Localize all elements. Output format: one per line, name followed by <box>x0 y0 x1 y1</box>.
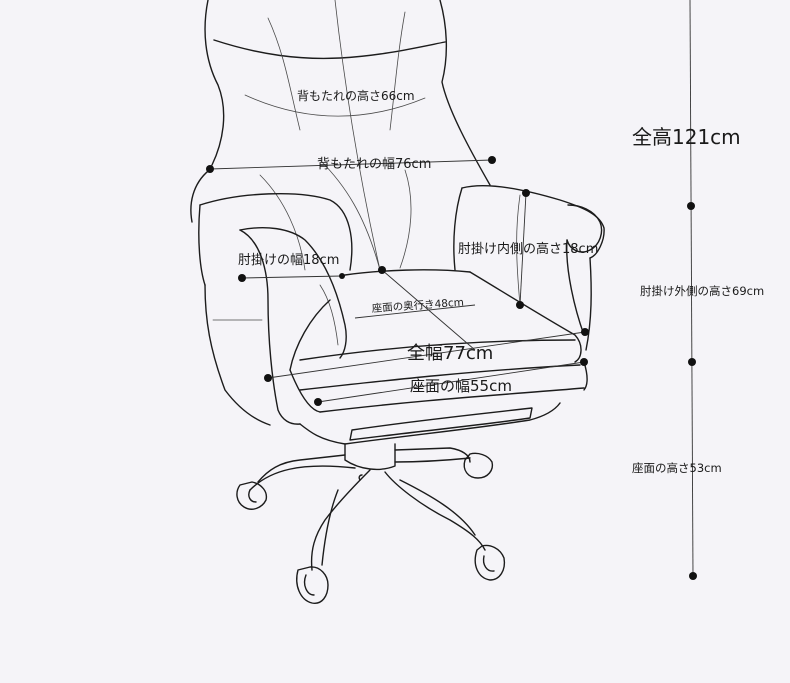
marker-backrest-right <box>488 156 496 164</box>
chair-base <box>249 443 486 571</box>
marker-total-width-left <box>264 374 272 382</box>
dimension-lines <box>209 0 694 577</box>
marker-inner-arm-top <box>522 189 530 197</box>
label-seat-height: 座面の高さ53cm <box>632 461 722 475</box>
dimension-labels: 背もたれの高さ66cm 背もたれの幅76cm 全高121cm 肘掛けの幅18cm… <box>238 88 764 475</box>
backrest <box>190 0 491 271</box>
label-total-height: 全高121cm <box>632 125 741 149</box>
label-seat-depth: 座面の奥行き48cm <box>371 296 464 315</box>
label-seat-width: 座面の幅55cm <box>410 377 512 395</box>
left-armrest <box>198 192 353 426</box>
label-armrest-width: 肘掛けの幅18cm <box>238 253 339 268</box>
label-armrest-outer-height: 肘掛け外側の高さ69cm <box>640 284 764 298</box>
marker-armrest-right <box>339 273 345 279</box>
label-armrest-inner-height: 肘掛け内側の高さ18cm <box>458 241 598 257</box>
marker-seat-width-left <box>314 398 322 406</box>
marker-armrest-left <box>238 274 246 282</box>
marker-height-floor <box>689 572 697 580</box>
marker-total-width-right <box>581 328 589 336</box>
seat <box>289 269 588 445</box>
marker-inner-arm-bottom <box>516 301 524 309</box>
marker-seat-width-right <box>580 358 588 366</box>
label-backrest-height: 背もたれの高さ66cm <box>297 88 415 103</box>
marker-height-seat <box>688 358 696 366</box>
marker-backrest-left <box>206 165 214 173</box>
label-backrest-width: 背もたれの幅76cm <box>317 157 431 172</box>
right-armrest <box>453 184 605 351</box>
casters <box>236 452 506 604</box>
label-total-width: 全幅77cm <box>407 343 493 364</box>
dimension-markers <box>206 156 697 580</box>
marker-seat-back <box>378 266 386 274</box>
marker-height-mid <box>687 202 695 210</box>
